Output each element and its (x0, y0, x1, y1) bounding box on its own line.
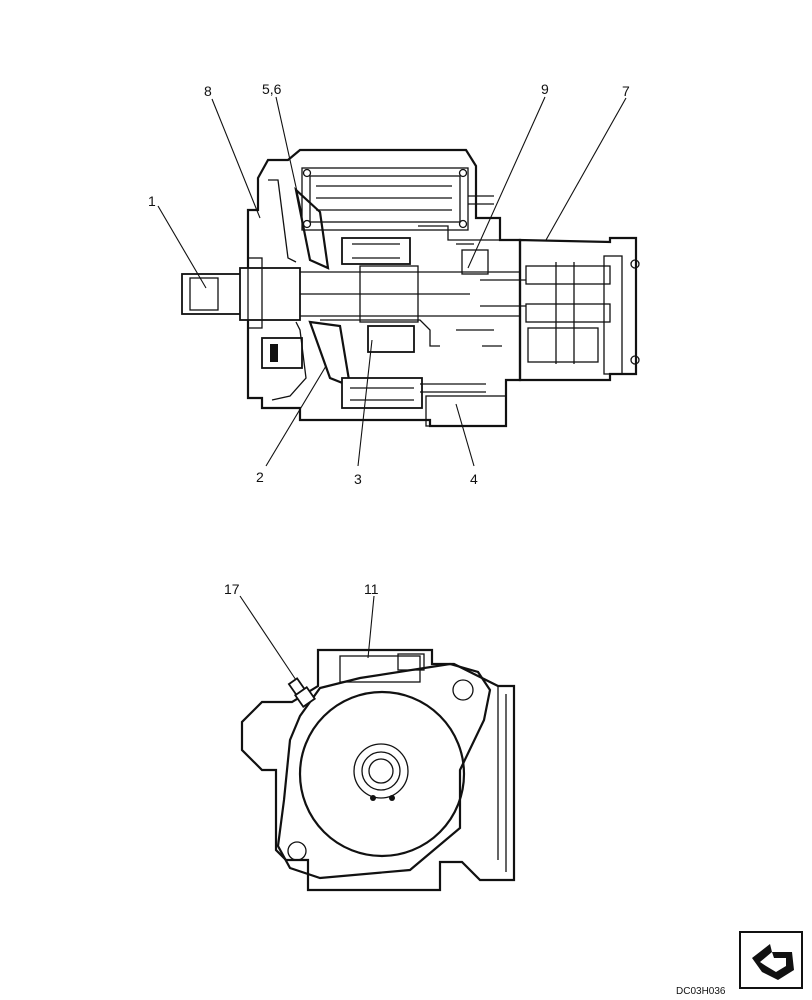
callout-3: 3 (354, 471, 362, 487)
figure-code: DC03H036 (676, 986, 726, 997)
callout-5-6: 5,6 (262, 81, 282, 97)
callout-2: 2 (256, 469, 264, 485)
callout-4: 4 (470, 471, 478, 487)
leaders-top (157, 96, 627, 467)
callout-11: 11 (364, 581, 379, 597)
pump-cross-section (181, 148, 640, 428)
next-page-arrow-icon[interactable] (739, 931, 803, 989)
callout-8: 8 (204, 83, 212, 99)
callout-1: 1 (148, 193, 156, 209)
callout-9: 9 (541, 81, 549, 97)
pump-front-view (240, 648, 516, 892)
callout-17: 17 (224, 581, 240, 597)
leaders-front (239, 595, 375, 681)
callout-7: 7 (622, 83, 630, 99)
